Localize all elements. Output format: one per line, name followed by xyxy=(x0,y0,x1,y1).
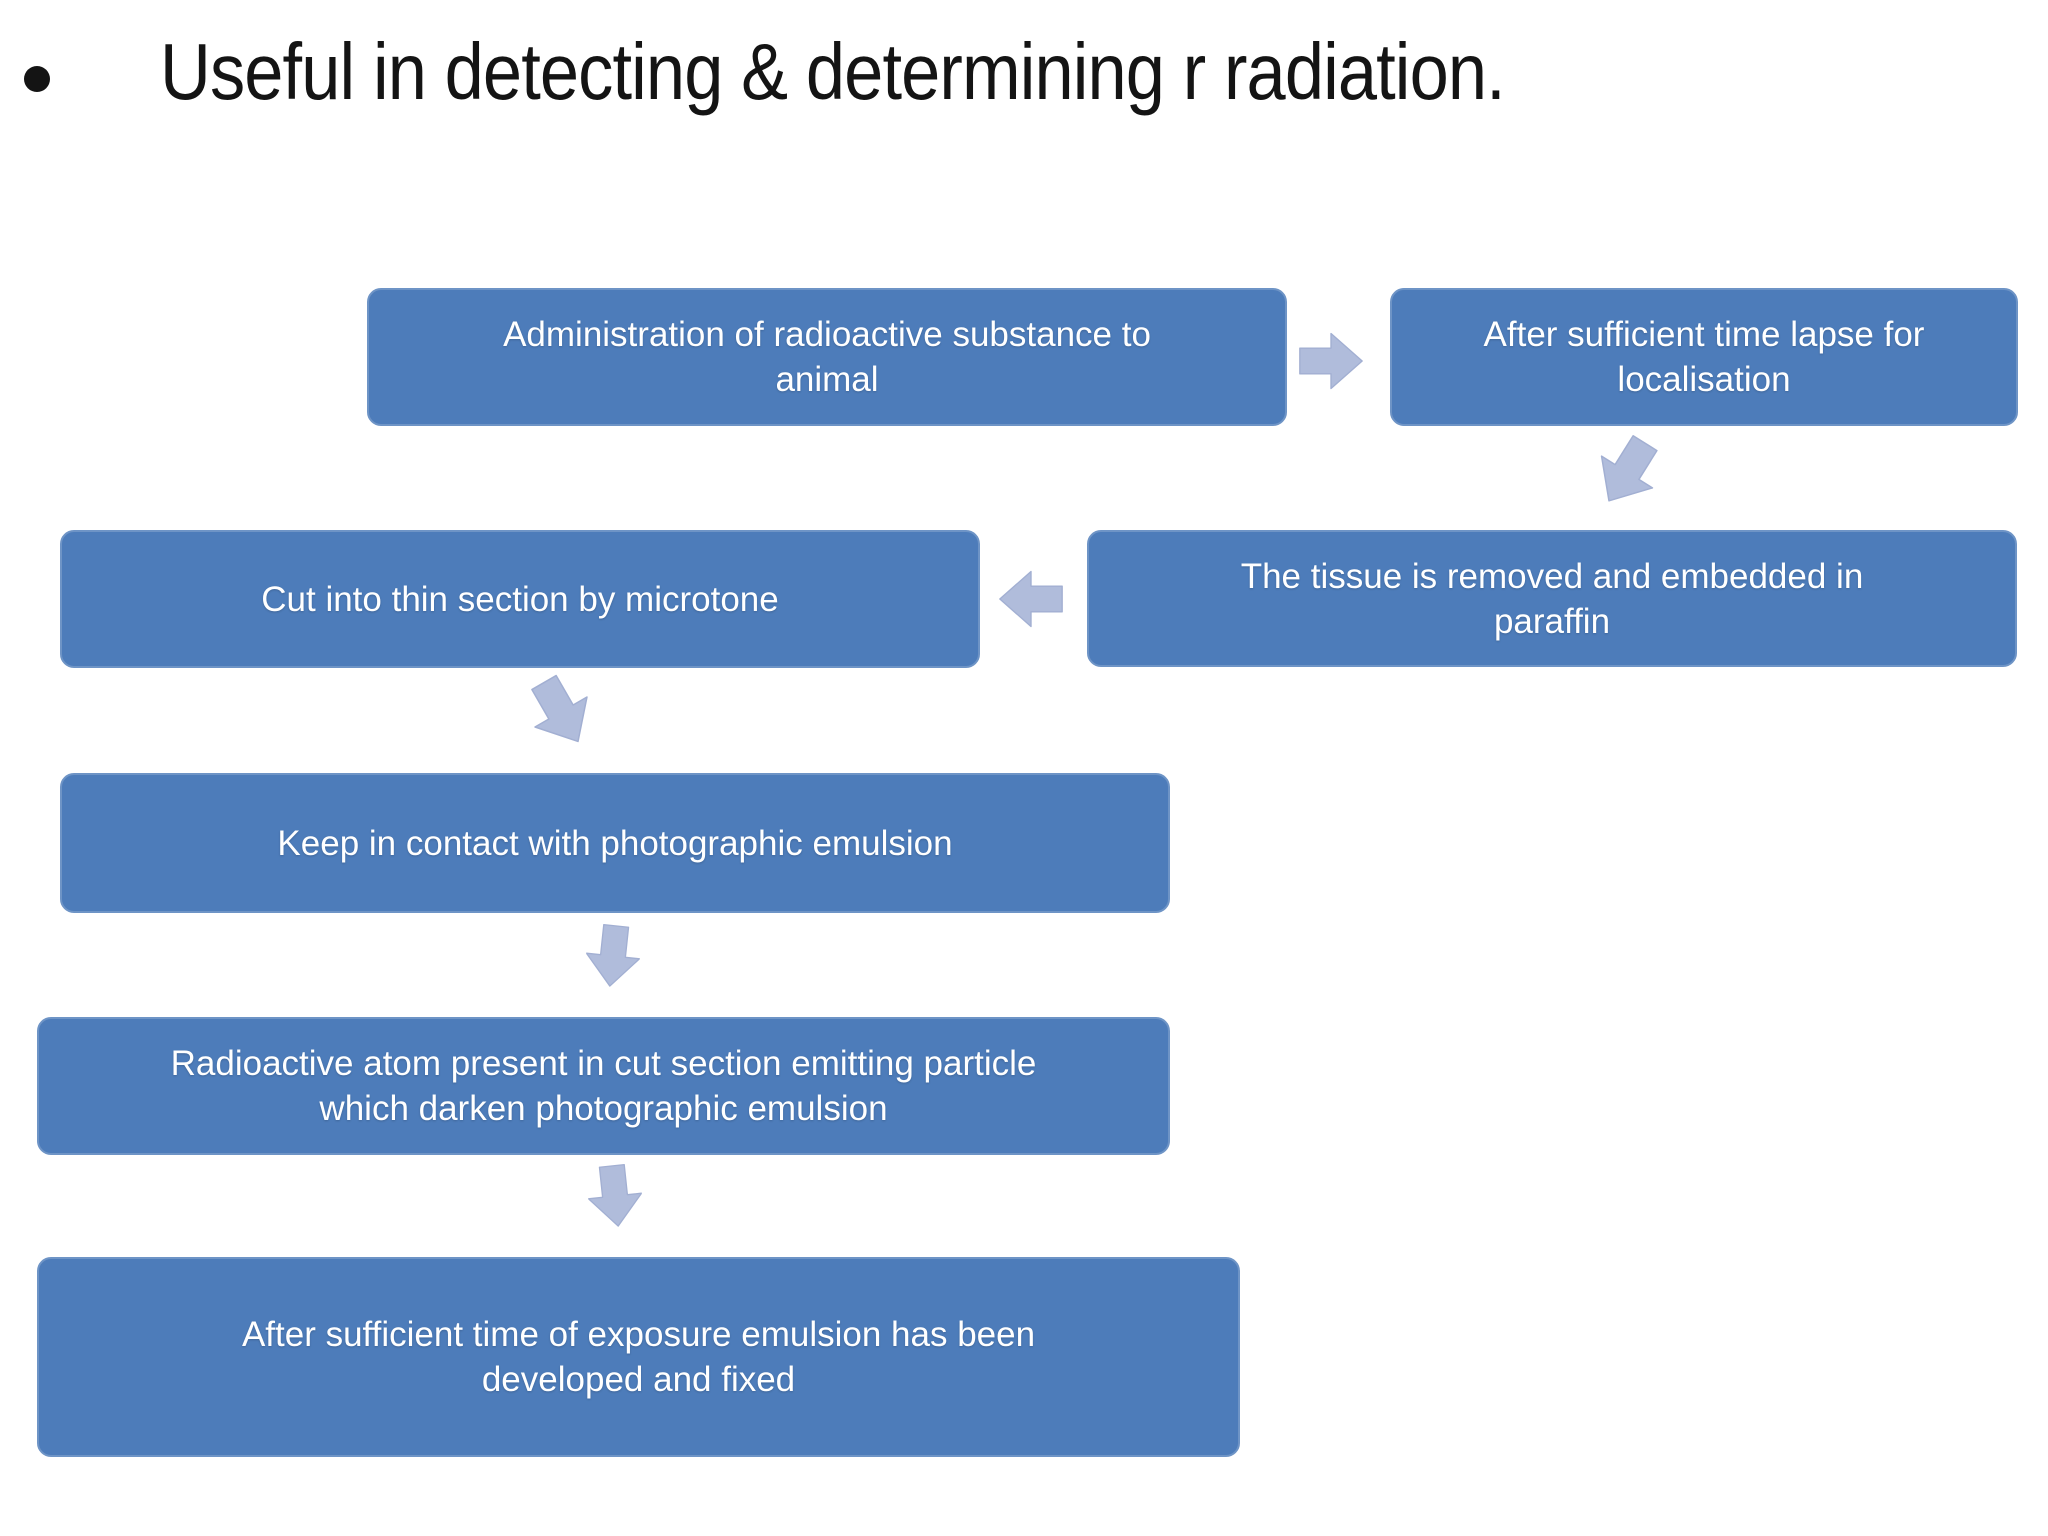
flow-step-radioactive-atom: Radioactive atom present in cut section … xyxy=(37,1017,1170,1155)
title-bullet-icon xyxy=(24,66,50,92)
flow-step-label: Administration of radioactive substance … xyxy=(503,315,1151,399)
flow-arrow-down-icon xyxy=(516,665,606,758)
flow-step-label: After sufficient time lapse for localisa… xyxy=(1483,315,1925,399)
flow-step-photographic-emulsion: Keep in contact with photographic emulsi… xyxy=(60,773,1170,913)
flow-arrow-down-icon xyxy=(585,1161,645,1230)
flow-step-developed-fixed: After sufficient time of exposure emulsi… xyxy=(37,1257,1240,1457)
flow-step-label: Cut into thin section by microtone xyxy=(261,579,779,619)
flow-step-administration: Administration of radioactive substance … xyxy=(367,288,1287,426)
flow-arrow-left-icon xyxy=(998,570,1064,628)
flow-arrow-down-icon xyxy=(1582,425,1673,519)
flow-step-label: Radioactive atom present in cut section … xyxy=(170,1044,1037,1128)
flow-step-cut-section: Cut into thin section by microtone xyxy=(60,530,980,668)
flow-arrow-down-icon xyxy=(583,921,643,990)
flow-step-label: The tissue is removed and embedded in pa… xyxy=(1240,556,1864,641)
flow-step-label: Keep in contact with photographic emulsi… xyxy=(277,823,953,863)
flow-arrow-right-icon xyxy=(1298,332,1364,390)
flow-step-time-lapse: After sufficient time lapse for localisa… xyxy=(1390,288,2018,426)
slide-title: Useful in detecting & determining r radi… xyxy=(160,27,1506,116)
flow-step-label: After sufficient time of exposure emulsi… xyxy=(241,1315,1036,1399)
flow-step-tissue-removed: The tissue is removed and embedded in pa… xyxy=(1087,530,2017,667)
